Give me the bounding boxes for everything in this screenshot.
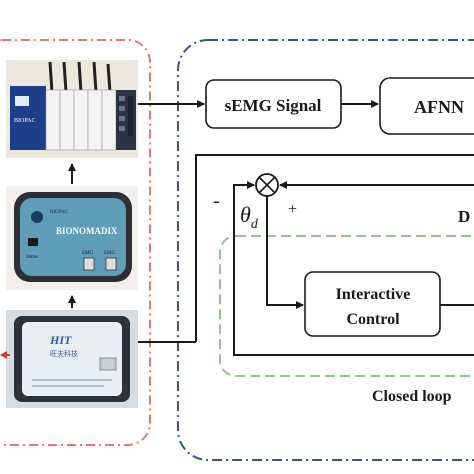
controller-panel-border bbox=[177, 39, 474, 461]
minus-sign: - bbox=[213, 190, 220, 212]
imu-logo: HIT bbox=[49, 333, 72, 347]
left-red-arrowhead bbox=[0, 351, 7, 359]
interactive-control-label-2: Control bbox=[346, 311, 400, 328]
emg-label-2: EMG bbox=[104, 251, 116, 256]
bionomadix-logo: BIONOMADIX bbox=[56, 226, 118, 236]
d-label: D bbox=[458, 207, 470, 226]
plus-sign: + bbox=[288, 201, 297, 218]
interactive-control-label-1: Interactive bbox=[336, 286, 411, 303]
closed-loop-border bbox=[219, 235, 474, 377]
imu-sensor-photo: HIT 旺夫科技 bbox=[6, 310, 138, 408]
inner-feedback-path bbox=[233, 181, 474, 356]
device-panel-border bbox=[0, 39, 151, 446]
closed-loop-label: Closed loop bbox=[372, 388, 452, 405]
biopac-amplifier-photo: BIOPAC bbox=[6, 60, 138, 158]
afnn-block bbox=[379, 77, 474, 135]
biopac-top-label: BIOPAC bbox=[14, 118, 35, 124]
semg-signal-label: sEMG Signal bbox=[225, 96, 322, 115]
junction-to-control-path bbox=[266, 196, 304, 309]
theta-d-symbol: θd bbox=[240, 202, 259, 232]
imu-chinese-label: 旺夫科技 bbox=[50, 349, 78, 358]
biopac-small-label: BIOPAC bbox=[50, 210, 69, 215]
bionomadix-transmitter-photo: BIOPAC BIONOMADIX Status EMG EMG bbox=[6, 186, 138, 290]
emg-label-1: EMG bbox=[82, 251, 94, 256]
outer-feedback-path bbox=[195, 154, 474, 342]
afnn-label: AFNN bbox=[414, 97, 464, 117]
status-label: Status bbox=[26, 255, 38, 260]
